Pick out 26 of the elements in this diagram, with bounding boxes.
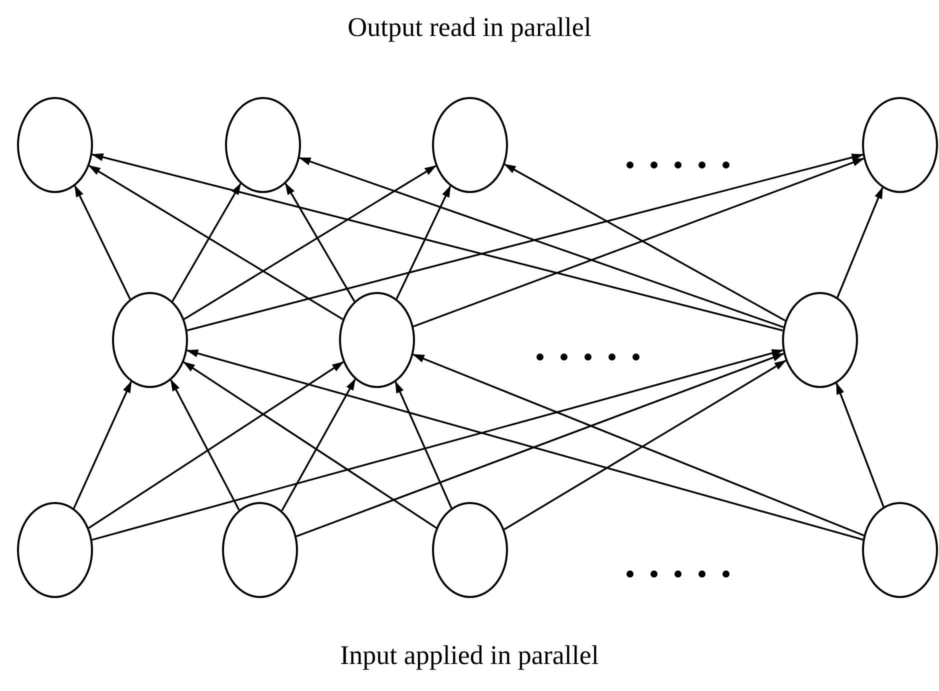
- arrow: [186, 350, 864, 540]
- arrow: [92, 349, 784, 541]
- arrow: [284, 182, 356, 302]
- diagram-title: Output read in parallel: [348, 12, 592, 43]
- arrow: [172, 182, 242, 302]
- arrow: [187, 154, 864, 332]
- arrow: [394, 380, 452, 508]
- arrow: [396, 185, 452, 300]
- arrow: [413, 158, 864, 328]
- arrow: [88, 164, 344, 320]
- diagram-caption: Input applied in parallel: [340, 640, 599, 671]
- arrow: [73, 380, 132, 509]
- arrow: [298, 156, 784, 328]
- neuron-circle: [339, 292, 415, 388]
- arrow: [836, 382, 884, 508]
- arrow: [504, 164, 786, 322]
- arrow: [88, 361, 344, 529]
- arrow: [184, 165, 437, 320]
- arrow: [296, 352, 784, 538]
- arrow: [74, 184, 131, 300]
- arrow: [836, 186, 884, 298]
- arrow: [182, 361, 437, 529]
- arrow: [281, 378, 356, 512]
- arrow: [170, 379, 240, 510]
- neuron-circle: [112, 292, 188, 388]
- arrow: [91, 153, 783, 332]
